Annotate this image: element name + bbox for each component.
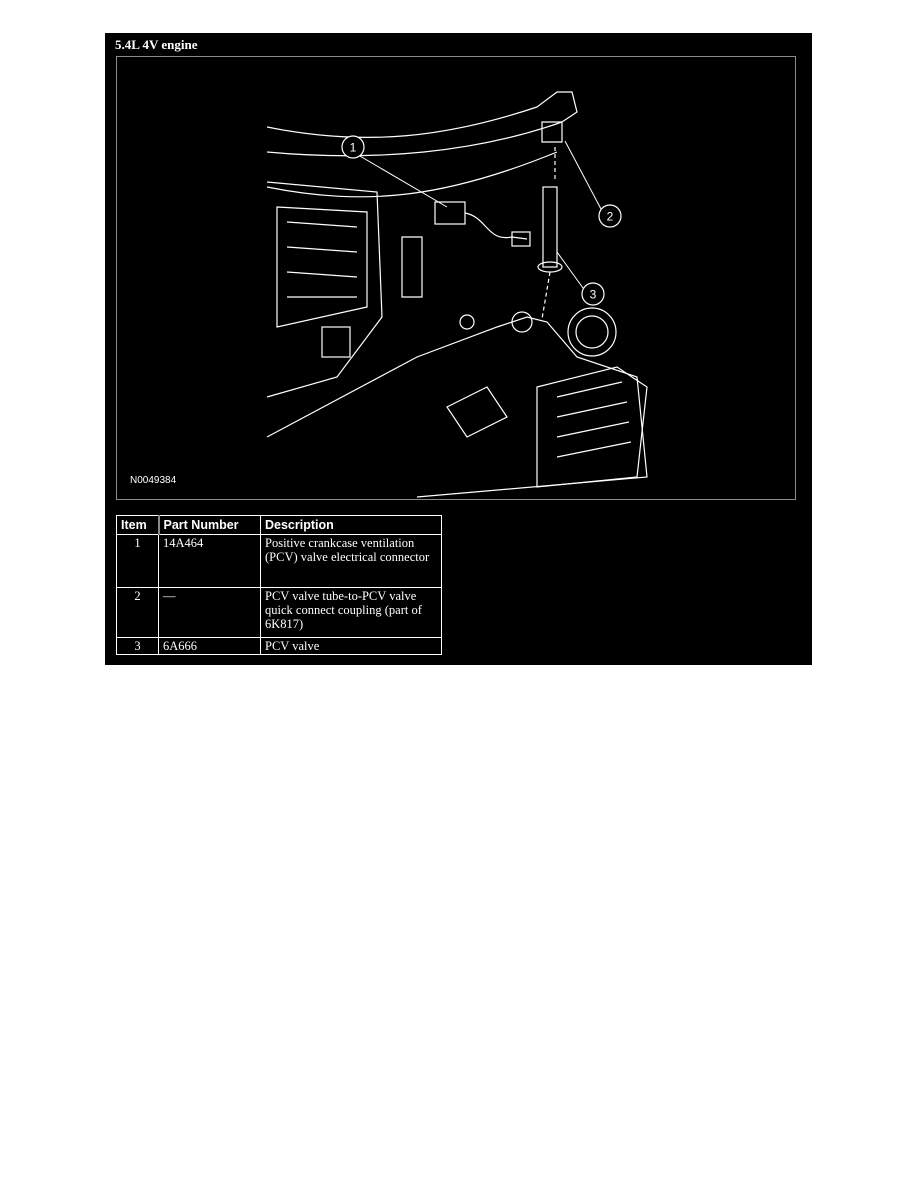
header-item: Item bbox=[116, 515, 159, 535]
callout-1: 1 bbox=[341, 135, 365, 159]
callout-2: 2 bbox=[598, 204, 622, 228]
part-number-cell: 14A464 bbox=[158, 534, 261, 588]
connector-shape bbox=[434, 201, 466, 225]
parts-table: Item Part Number Description 1 14A464 Po… bbox=[116, 515, 442, 655]
figure-panel: 5.4L 4V engine bbox=[105, 33, 812, 665]
pcv-valve-shape bbox=[542, 186, 558, 268]
engine-illustration: 1 2 3 bbox=[266, 91, 648, 498]
svg-text:1: 1 bbox=[350, 141, 357, 155]
description-cell: Positive crankcase ventilation (PCV) val… bbox=[260, 534, 442, 588]
item-cell: 1 bbox=[116, 534, 159, 588]
svg-text:2: 2 bbox=[607, 210, 614, 224]
header-part-number: Part Number bbox=[157, 515, 261, 535]
table-row: 1 14A464 Positive crankcase ventilation … bbox=[116, 534, 442, 588]
figure-title: 5.4L 4V engine bbox=[115, 37, 198, 52]
part-number-cell: — bbox=[158, 587, 261, 638]
description-cell: PCV valve bbox=[260, 637, 442, 655]
table-header-row: Item Part Number Description bbox=[116, 515, 442, 535]
item-cell: 2 bbox=[116, 587, 159, 638]
callout-3: 3 bbox=[581, 282, 605, 306]
table-row: 3 6A666 PCV valve bbox=[116, 637, 442, 655]
quick-connect bbox=[541, 121, 563, 143]
description-cell: PCV valve tube-to-PCV valve quick connec… bbox=[260, 587, 442, 638]
illustration-frame: 1 2 3 N0049384 bbox=[116, 56, 796, 500]
item-cell: 3 bbox=[116, 637, 159, 655]
pcv-hose bbox=[266, 91, 578, 157]
figure-id: N0049384 bbox=[130, 475, 177, 486]
svg-text:3: 3 bbox=[590, 288, 597, 302]
part-number-cell: 6A666 bbox=[158, 637, 261, 655]
table-row: 2 — PCV valve tube-to-PCV valve quick co… bbox=[116, 587, 442, 638]
header-description: Description bbox=[260, 515, 442, 535]
